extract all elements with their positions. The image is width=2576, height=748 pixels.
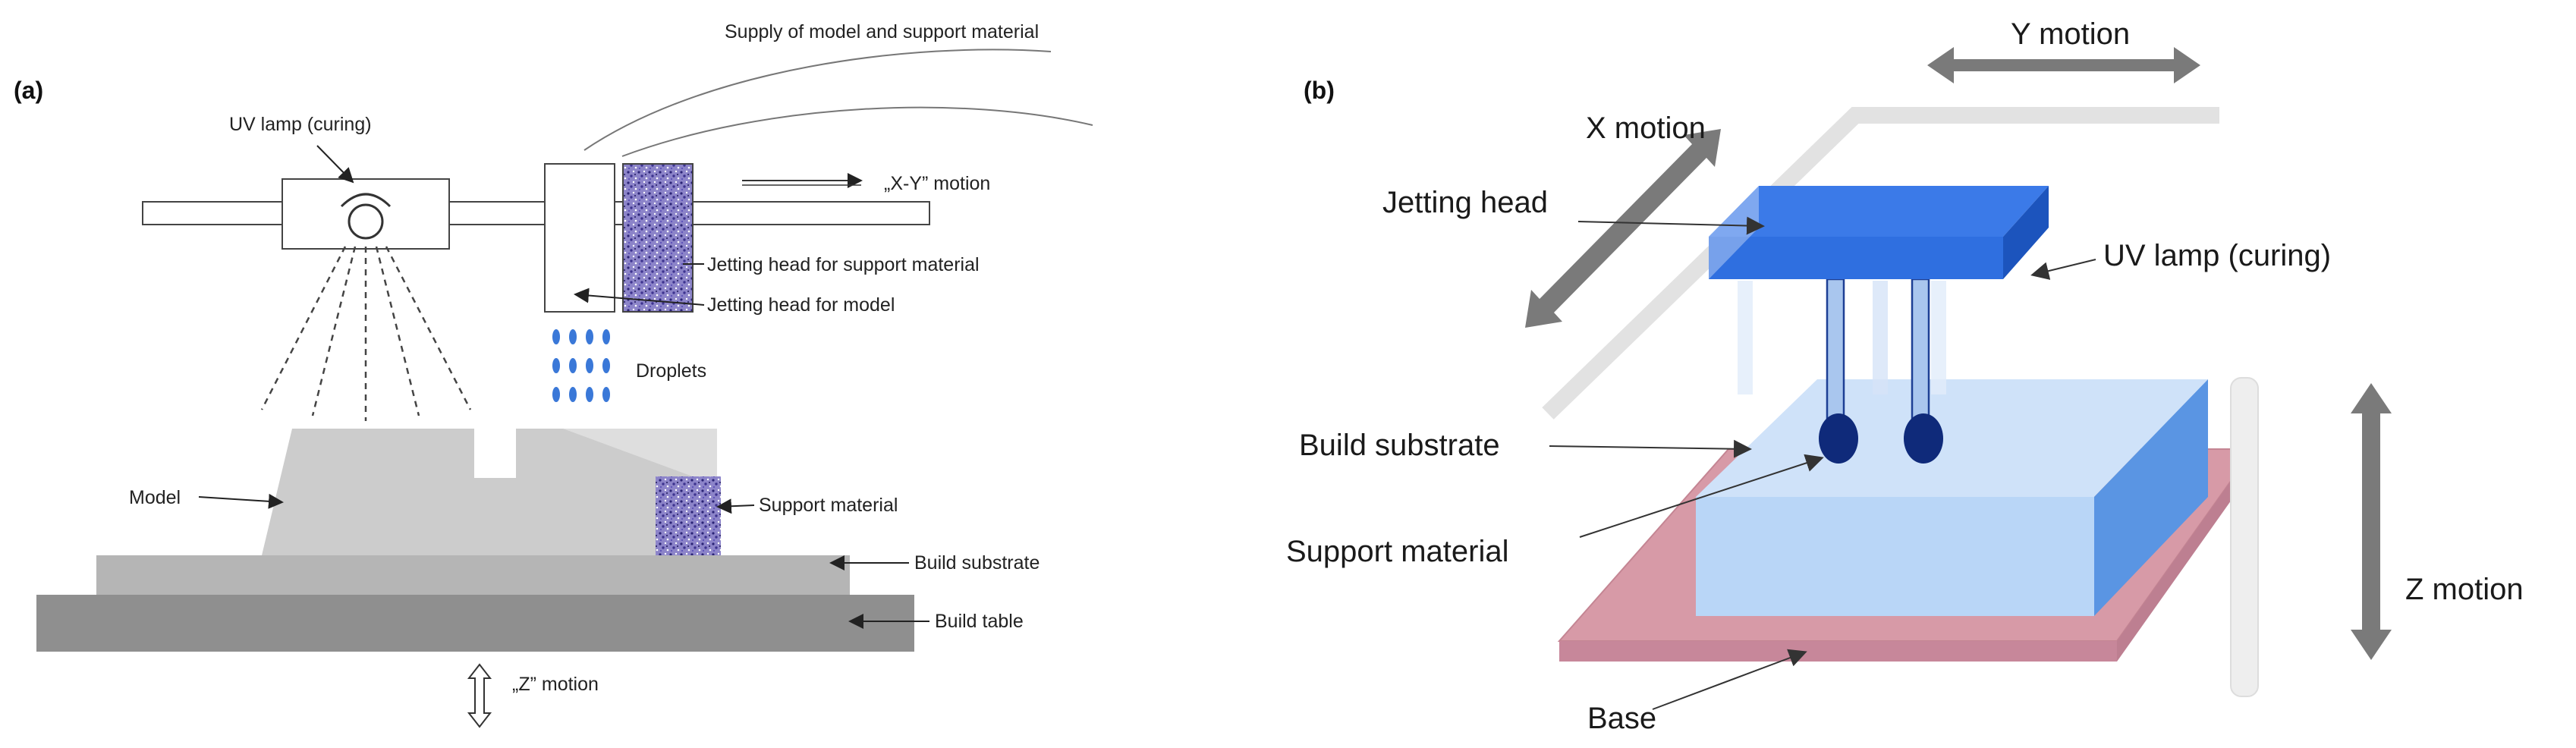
panel-a: (a) Supply of model and support material… <box>14 21 1093 728</box>
xy-motion-label: „X-Y” motion <box>884 173 990 194</box>
support-droplet-left <box>1819 413 1858 464</box>
y-motion-arrow <box>1927 47 2200 83</box>
support-material-block <box>656 476 721 555</box>
panel-b: (b) Y motion X motion <box>1286 17 2524 735</box>
model-pointer <box>198 493 284 509</box>
jetting-head-support <box>622 163 694 313</box>
base-plate-edge <box>1559 641 2117 662</box>
model-shade <box>563 429 717 486</box>
support-b-pointer <box>1579 454 1824 538</box>
uv-lamp-b-label: UV lamp (curing) <box>2103 239 2331 272</box>
y-motion-label: Y motion <box>2011 17 2130 51</box>
supply-label: Supply of model and support material <box>725 21 1039 42</box>
x-motion-arrow <box>1525 129 1721 328</box>
uv-bulb-icon <box>348 203 384 240</box>
uv-lamp-label: UV lamp (curing) <box>229 114 372 135</box>
model-part <box>262 429 717 555</box>
build-table-label: Build table <box>935 611 1024 632</box>
build-table <box>36 595 914 652</box>
build-substrate-label: Build substrate <box>914 552 1040 574</box>
nozzles <box>1738 278 1946 432</box>
z-column <box>2230 377 2259 697</box>
gantry-frame <box>1542 107 2219 420</box>
base-pointer <box>1652 649 1807 710</box>
support-label: Support material <box>759 495 898 516</box>
jetting-head-pointer <box>1577 216 1765 235</box>
jetting-head-label: Jetting head <box>1382 186 1548 219</box>
supply-line-upper <box>583 49 1052 151</box>
jetting-head-top <box>1709 186 2049 237</box>
model-label: Model <box>129 487 181 508</box>
uv-lamp-b-pointer <box>2030 259 2096 280</box>
gantry-rail <box>142 201 930 225</box>
panel-b-tag: (b) <box>1304 77 1335 104</box>
jetting-head-front <box>1709 237 2003 279</box>
build-substrate-b-label: Build substrate <box>1299 429 1500 462</box>
jetting-head-model <box>544 163 615 313</box>
jet-support-label: Jetting head for support material <box>707 254 980 275</box>
base-label: Base <box>1587 702 1656 735</box>
jetting-head-rail-cut <box>1709 186 1759 279</box>
build-substrate-b-pointer <box>1549 439 1752 458</box>
build-substrate <box>96 555 850 595</box>
supply-line-lower <box>621 106 1093 157</box>
substrate-side <box>2094 379 2208 616</box>
uv-rays <box>260 246 472 421</box>
z-motion-arrow <box>467 663 492 728</box>
z-motion-label: „Z” motion <box>512 674 599 695</box>
z-motion-b-label: Z motion <box>2405 573 2524 606</box>
x-motion-label: X motion <box>1586 112 1706 145</box>
droplets-label: Droplets <box>636 360 706 382</box>
support-droplet-right <box>1904 413 1943 464</box>
uv-lamp-pointer <box>316 145 354 184</box>
jet-model-pointer <box>574 288 705 306</box>
panel-a-tag: (a) <box>14 77 43 104</box>
support-pointer <box>716 498 755 514</box>
base-plate-side <box>2117 449 2254 662</box>
jetting-head-side <box>2003 186 2049 279</box>
support-b-label: Support material <box>1286 535 1508 568</box>
lamp-reflector-icon <box>340 193 392 208</box>
droplets <box>552 329 610 402</box>
jet-model-label: Jetting head for model <box>707 294 895 316</box>
z-motion-b-arrow <box>2351 383 2392 660</box>
substrate-front <box>1696 497 2094 616</box>
